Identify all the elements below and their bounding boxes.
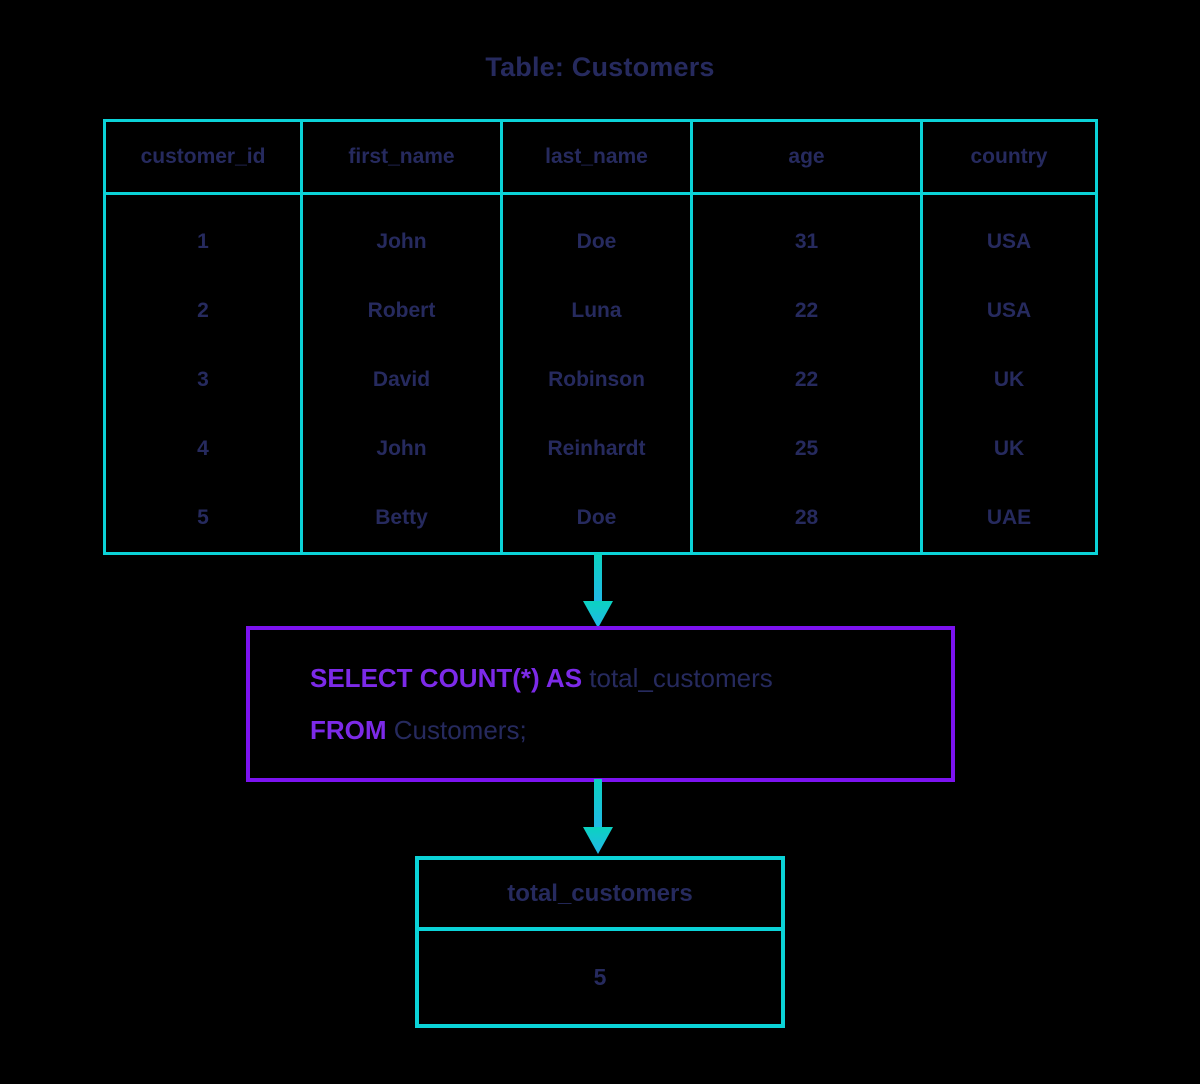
cell: Betty [375,505,428,529]
cell: UK [993,367,1025,391]
cell: 4 [197,436,209,460]
column-age: 31 22 22 25 28 [693,195,923,552]
column-country: USA USA UK UK UAE [923,195,1095,552]
cell: Reinhardt [547,436,646,460]
cell: USA [986,229,1032,253]
column-header-country: country [923,122,1095,192]
cell: 1 [197,229,209,253]
sql-identifier: Customers; [393,715,527,745]
cell: Robert [367,298,436,322]
result-table: total_customers 5 [415,856,785,1028]
sql-keyword: SELECT COUNT(*) AS [310,663,590,693]
column-header-customer-id: customer_id [106,122,303,192]
cell: David [372,367,431,391]
cell: 22 [794,367,819,391]
cell: Robinson [548,367,645,391]
cell: Doe [576,229,617,253]
cell: John [376,436,427,460]
column-header-age: age [693,122,923,192]
sql-query-box: SELECT COUNT(*) AS total_customers FROM … [246,626,955,782]
header-label: age [788,145,825,168]
column-header-last-name: last_name [503,122,693,192]
cell: 31 [794,229,819,253]
header-label: first_name [348,145,455,168]
cell: Luna [571,298,622,322]
cell: 3 [197,367,209,391]
cell: USA [986,298,1032,322]
cell: Doe [576,505,617,529]
cell: 5 [197,505,209,529]
cell: 22 [794,298,819,322]
sql-line-1: SELECT COUNT(*) AS total_customers [310,652,951,704]
column-last-name: Doe Luna Robinson Reinhardt Doe [503,195,693,552]
header-label: customer_id [140,145,266,168]
down-arrow-icon [578,779,618,855]
column-first-name: John Robert David John Betty [303,195,503,552]
page-title: Table: Customers [485,52,715,82]
cell: 25 [794,436,819,460]
table-body: 1 2 3 4 5 John Robert David John Betty D… [106,195,1095,552]
down-arrow-icon [578,553,618,629]
result-column-header: total_customers [419,860,781,931]
header-label: last_name [545,145,648,168]
result-value-cell: 5 [593,964,607,990]
sql-line-2: FROM Customers; [310,704,951,756]
column-customer-id: 1 2 3 4 5 [106,195,303,552]
sql-identifier: total_customers [589,663,773,693]
cell: 28 [794,505,819,529]
cell: UK [993,436,1025,460]
cell: 2 [197,298,209,322]
table-header-row: customer_id first_name last_name age cou… [106,122,1095,195]
column-header-first-name: first_name [303,122,503,192]
cell: UAE [986,505,1032,529]
header-label: country [970,145,1048,168]
source-table: customer_id first_name last_name age cou… [103,119,1098,555]
cell: John [376,229,427,253]
sql-keyword: FROM [310,715,394,745]
